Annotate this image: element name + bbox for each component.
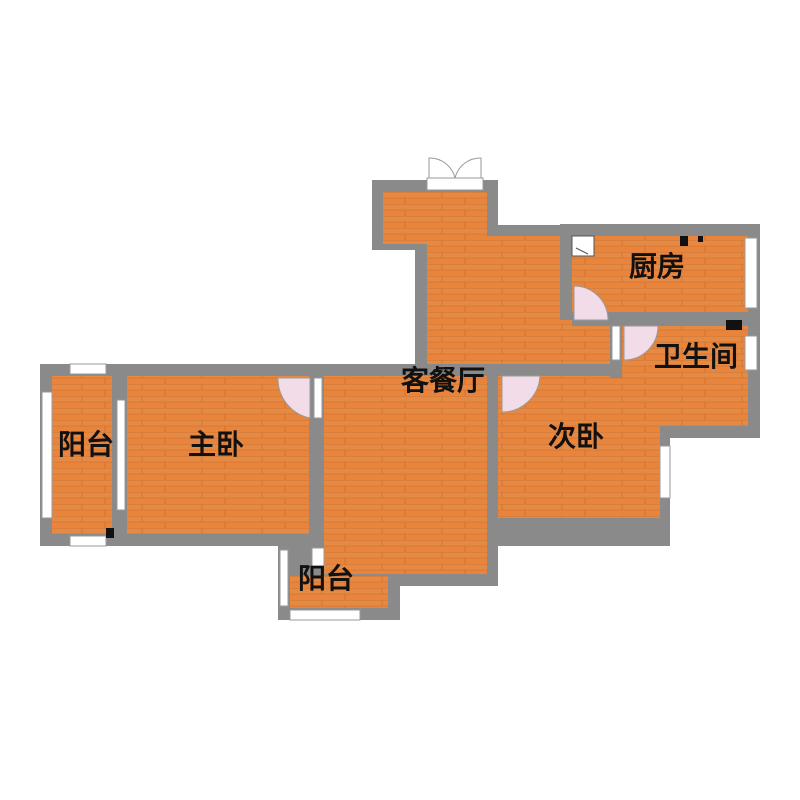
windows (41, 177, 758, 621)
floor-balcony-south (290, 576, 388, 608)
label-balcony-south: 阳台 (298, 562, 354, 595)
door-swing-master (277, 377, 311, 419)
door-swings (277, 285, 659, 419)
label-bathroom: 卫生间 (654, 340, 738, 373)
floor-upper-dining (383, 192, 487, 244)
floor-master-bedroom (127, 376, 309, 534)
kitchen-appliance-icon (571, 235, 595, 257)
door-swing-kitchen (573, 285, 609, 321)
window-balcony-south-sill (289, 609, 361, 621)
label-balcony-west: 阳台 (58, 428, 114, 461)
window-kitchen-east (744, 237, 758, 309)
door-frame-balcony (311, 547, 325, 569)
window-balcony-west (41, 391, 53, 519)
north-door-leaf-left (428, 157, 456, 179)
window-north-dining (426, 177, 484, 191)
door-frame-bath (611, 325, 621, 361)
room-labels: 客餐厅 主卧 次卧 厨房 卫生间 阳台 阳台 (58, 250, 738, 595)
door-swing-bathroom (623, 325, 659, 361)
floors (52, 192, 748, 608)
balcony-fixture-icon (106, 528, 114, 538)
kitchen-fixture-icon (680, 236, 688, 246)
partition-kitchen-west (560, 236, 572, 320)
label-kitchen: 厨房 (629, 250, 685, 283)
floor-balcony-west (52, 376, 112, 534)
door-frame-master (313, 377, 323, 419)
label-living-dining: 客餐厅 (401, 364, 485, 397)
window-balcony-inner (116, 399, 126, 511)
bathroom-fixture-icon (726, 320, 742, 330)
window-second-east (659, 445, 671, 499)
floor-living-lower (324, 376, 487, 574)
kitchen-vent-icon (698, 236, 703, 242)
fixtures (106, 235, 742, 538)
north-door (428, 157, 482, 179)
window-balcony-north (69, 363, 107, 375)
kitchen-appliance-mark (575, 247, 589, 255)
label-master-bedroom: 主卧 (188, 428, 244, 461)
window-balcony-south-west (279, 549, 289, 607)
partition-kitchen-bath (572, 312, 760, 326)
label-second-bedroom: 次卧 (548, 420, 604, 453)
partition-living-second (487, 364, 498, 574)
north-door-leaf-right (454, 157, 482, 179)
window-balcony-south (69, 535, 107, 547)
door-swing-second (501, 375, 541, 413)
window-bathroom-east (744, 335, 758, 371)
